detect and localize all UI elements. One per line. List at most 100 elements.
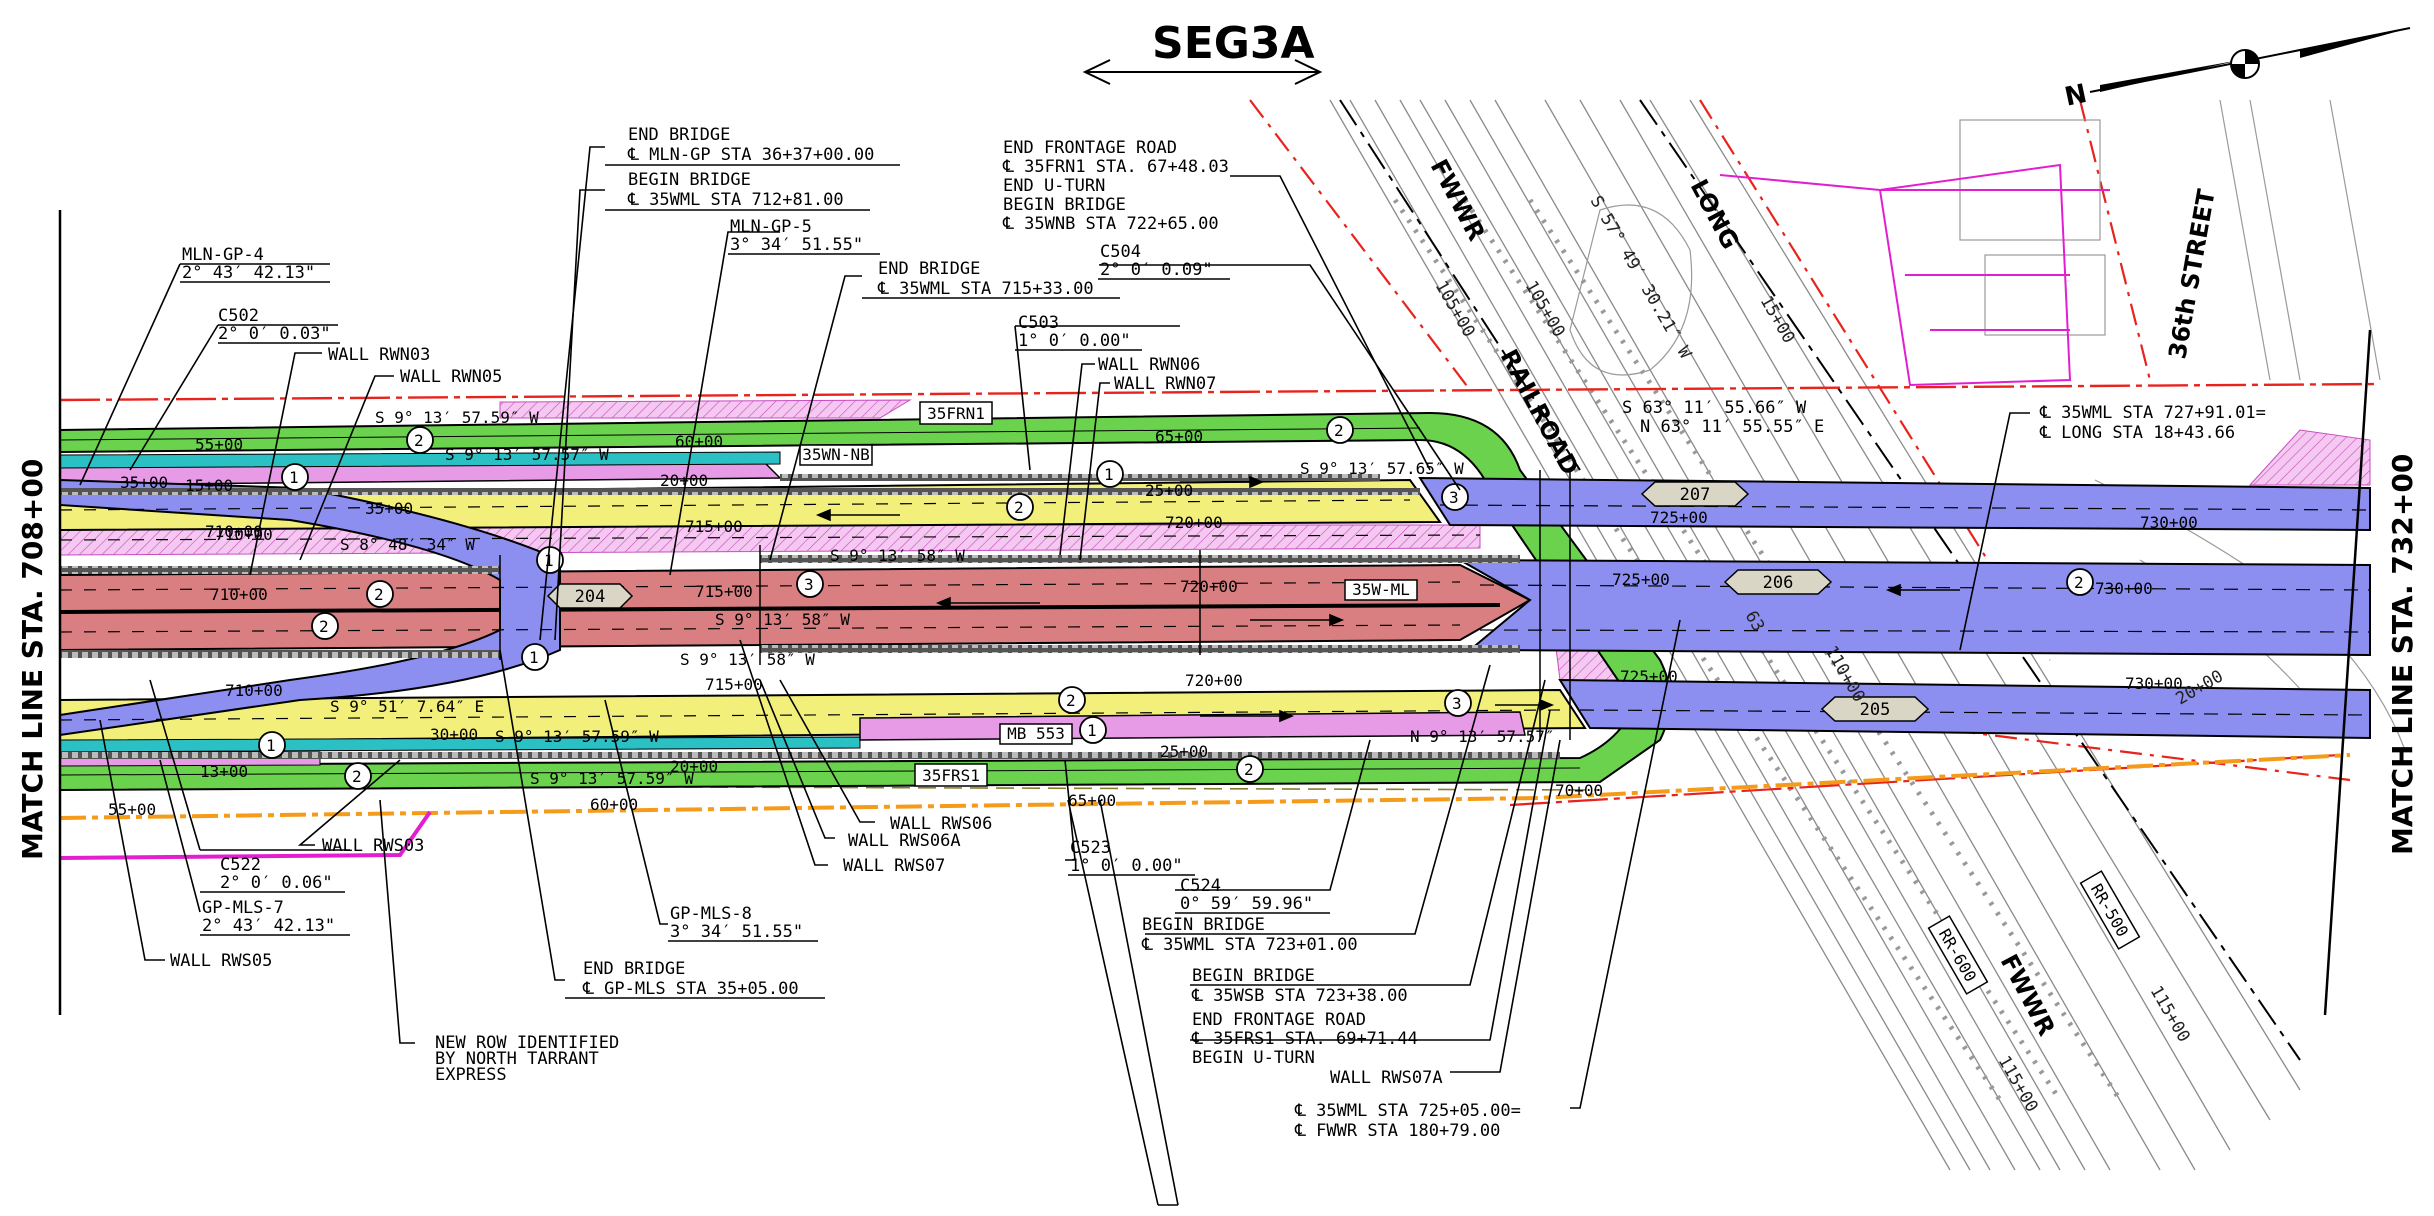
svg-text:BEGIN BRIDGE: BEGIN BRIDGE: [628, 170, 751, 190]
callout-end-bridge-gp: END BRIDGE ℄ GP-MLS STA 35+05.00: [565, 959, 825, 999]
svg-text:715+00: 715+00: [705, 675, 763, 694]
svg-text:720+00: 720+00: [1165, 513, 1223, 532]
hatch-north-frontage: [499, 399, 912, 419]
svg-text:℄ 35FRS1 STA. 69+71.44: ℄ 35FRS1 STA. 69+71.44: [1191, 1029, 1418, 1049]
leader-lines: [79, 146, 2030, 1206]
svg-text:EXPRESS: EXPRESS: [435, 1065, 507, 1085]
svg-text:1: 1: [1104, 465, 1114, 484]
station-ticks: [499, 470, 1571, 740]
callout-c522: C522 2° 0′ 0.06": [200, 855, 345, 893]
svg-text:3° 34′ 51.55": 3° 34′ 51.55": [730, 235, 863, 255]
blue-mainline: [1456, 558, 2371, 657]
svg-text:S 57° 49′ 30.21″ W: S 57° 49′ 30.21″ W: [1586, 193, 1696, 363]
svg-text:2° 0′ 0.06": 2° 0′ 0.06": [220, 873, 333, 893]
title-arrow: [1082, 59, 1323, 85]
svg-text:C502: C502: [218, 306, 259, 326]
svg-text:℄ 35WML STA 727+91.01=: ℄ 35WML STA 727+91.01=: [2039, 403, 2266, 423]
svg-text:710+00: 710+00: [225, 681, 283, 700]
callout-mln-gp-5: MLN-GP-5 3° 34′ 51.55": [728, 217, 880, 255]
svg-text:204: 204: [575, 587, 606, 607]
callout-c504: C504 2° 0′ 0.09": [1098, 242, 1230, 280]
svg-text:730+00: 730+00: [2140, 513, 2198, 532]
svg-text:35+00: 35+00: [365, 499, 413, 518]
callout-wall-rwn07: WALL RWN07: [1114, 374, 1216, 394]
svg-text:S 9° 51′ 7.64″ E: S 9° 51′ 7.64″ E: [330, 697, 484, 716]
callout-wall-rws05: WALL RWS05: [170, 951, 272, 971]
callout-sta-725: ℄ 35WML STA 725+05.00= ℄ FWWR STA 180+79…: [1294, 1101, 1521, 1141]
street-long: LONG: [1685, 175, 1745, 254]
svg-text:N 63° 11′ 55.55″ E: N 63° 11′ 55.55″ E: [1640, 417, 1824, 437]
match-line-right-label: MATCH LINE STA. 732+00: [2386, 454, 2419, 855]
callout-gp-mls-7: GP-MLS-7 2° 43′ 42.13": [200, 898, 350, 936]
frontage-north-green: [59, 411, 1671, 792]
svg-text:2: 2: [1066, 691, 1076, 710]
svg-text:℄ 35WML STA 725+05.00=: ℄ 35WML STA 725+05.00=: [1294, 1101, 1521, 1121]
svg-text:BY NORTH TARRANT: BY NORTH TARRANT: [435, 1049, 599, 1069]
callout-wall-rws07: WALL RWS07: [843, 856, 945, 876]
row-magenta-new: [59, 810, 432, 860]
svg-text:25+00: 25+00: [1160, 742, 1208, 761]
callout-end-bridge-mln: END BRIDGE ℄ MLN-GP STA 36+37+00.00: [605, 125, 900, 166]
svg-text:C504: C504: [1100, 242, 1141, 262]
route-shield-204: 204: [546, 583, 634, 609]
svg-text:1° 0′ 0.00": 1° 0′ 0.00": [1018, 331, 1131, 351]
svg-text:206: 206: [1763, 573, 1794, 593]
callout-end-frontage: END FRONTAGE ROAD ℄ 35FRN1 STA. 67+48.03…: [1002, 138, 1229, 234]
svg-text:710+00: 710+00: [215, 525, 273, 544]
svg-text:℄ 35WML STA 715+33.00: ℄ 35WML STA 715+33.00: [877, 279, 1094, 299]
svg-text:℄ 35WSB STA 723+38.00: ℄ 35WSB STA 723+38.00: [1191, 986, 1408, 1006]
callout-wall-rws06a: WALL RWS06A: [848, 831, 961, 851]
svg-text:℄ 35WML STA 712+81.00: ℄ 35WML STA 712+81.00: [627, 190, 844, 210]
svg-text:65+00: 65+00: [1155, 427, 1203, 446]
svg-text:S 9° 13′ 57.59″ W: S 9° 13′ 57.59″ W: [495, 727, 659, 746]
callout-sta-727: ℄ 35WML STA 727+91.01= ℄ LONG STA 18+43.…: [2039, 403, 2266, 443]
row-north: [59, 382, 2381, 402]
svg-text:BEGIN BRIDGE: BEGIN BRIDGE: [1003, 195, 1126, 215]
svg-text:2° 43′ 42.13": 2° 43′ 42.13": [182, 263, 315, 283]
callout-begin-bridge-wsb: BEGIN BRIDGE ℄ 35WSB STA 723+38.00: [1191, 966, 1408, 1006]
svg-text:S 9° 13′ 57.65″ W: S 9° 13′ 57.65″ W: [1300, 459, 1464, 478]
svg-text:2: 2: [1334, 421, 1344, 440]
svg-text:2° 43′ 42.13": 2° 43′ 42.13": [202, 916, 335, 936]
svg-text:C523: C523: [1070, 838, 1111, 858]
svg-text:730+00: 730+00: [2095, 579, 2153, 598]
svg-text:35FRS1: 35FRS1: [922, 766, 980, 785]
callout-begin-bridge-723: BEGIN BRIDGE ℄ 35WML STA 723+01.00: [1141, 915, 1358, 955]
svg-text:2: 2: [1014, 498, 1024, 517]
lane-count-markers: [258, 416, 2094, 790]
frontage-south-inner: [59, 767, 1581, 776]
svg-text:115+00: 115+00: [2146, 983, 2194, 1046]
route-tag-rr500: RR-500: [2079, 870, 2141, 950]
svg-text:END BRIDGE: END BRIDGE: [628, 125, 730, 145]
frontage-north-inner: [59, 427, 1421, 441]
svg-text:BEGIN BRIDGE: BEGIN BRIDGE: [1192, 966, 1315, 986]
svg-text:S 9° 13′ 58″ W: S 9° 13′ 58″ W: [830, 546, 965, 565]
svg-text:BEGIN U-TURN: BEGIN U-TURN: [1192, 1048, 1315, 1068]
route-shield-206: 206: [1723, 569, 1833, 595]
svg-text:70+00: 70+00: [1555, 781, 1603, 800]
callout-new-row: NEW ROW IDENTIFIED BY NORTH TARRANT EXPR…: [435, 1033, 619, 1085]
svg-text:C524: C524: [1180, 876, 1221, 896]
svg-text:2: 2: [2074, 573, 2084, 592]
svg-text:S 9° 13′ 58″ W: S 9° 13′ 58″ W: [680, 650, 815, 669]
svg-text:℄ MLN-GP STA 36+37+00.00: ℄ MLN-GP STA 36+37+00.00: [627, 145, 874, 165]
svg-text:C522: C522: [220, 855, 261, 875]
route-shield-205: 205: [1820, 696, 1930, 722]
svg-text:1: 1: [266, 736, 276, 755]
callout-gp-mls-8: GP-MLS-8 3° 34′ 51.55": [668, 904, 818, 942]
callout-c523: C523 1° 0′ 0.00": [1068, 838, 1195, 876]
svg-text:GP-MLS-8: GP-MLS-8: [670, 904, 752, 924]
svg-text:3: 3: [1449, 488, 1459, 507]
svg-text:2: 2: [374, 585, 384, 604]
station-labels: 55+00 60+00 65+00 15+00 20+00 25+00 35+0…: [108, 427, 2198, 819]
svg-text:NEW ROW IDENTIFIED: NEW ROW IDENTIFIED: [435, 1033, 619, 1053]
svg-text:2° 0′ 0.03": 2° 0′ 0.03": [218, 324, 331, 344]
svg-text:715+00: 715+00: [685, 517, 743, 536]
svg-text:720+00: 720+00: [1180, 577, 1238, 596]
svg-text:720+00: 720+00: [1185, 671, 1243, 690]
route-shield-207: 207: [1640, 481, 1750, 507]
sheet-title: SEG3A: [1152, 18, 1315, 69]
svg-text:S 9° 13′ 57.59″ W: S 9° 13′ 57.59″ W: [375, 408, 539, 427]
callout-c524: C524 0° 59′ 59.96": [1175, 876, 1330, 914]
svg-text:25+00: 25+00: [1145, 481, 1193, 500]
